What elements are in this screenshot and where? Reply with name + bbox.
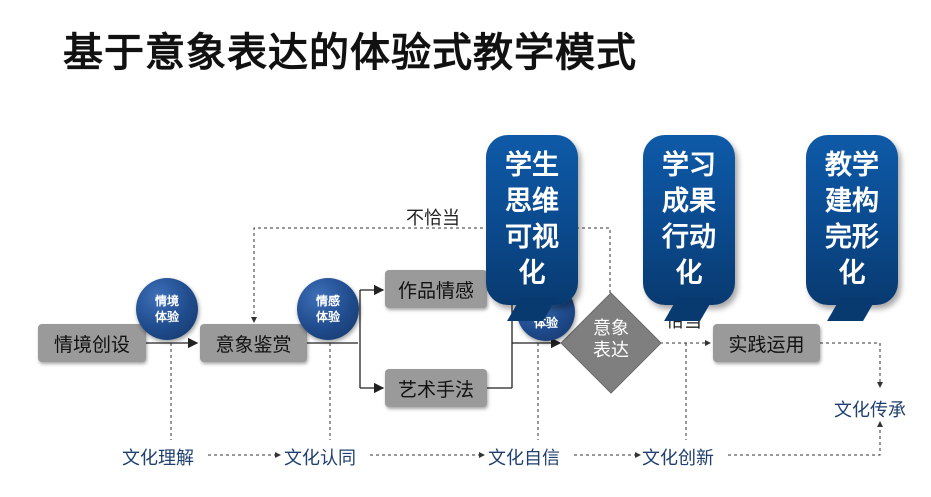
situation-create-box: 情境创设 — [38, 324, 146, 362]
circle-line-2: 体验 — [315, 310, 340, 324]
page-title: 基于意象表达的体验式教学模式 — [63, 30, 637, 76]
emotion-experience-circle: 情感 体验 — [297, 278, 359, 340]
culture-identity-label: 文化认同 — [284, 448, 356, 469]
loop-not-appropriate — [251, 227, 611, 323]
image-appreciate-box: 意象鉴赏 — [200, 324, 307, 362]
banner-line: 化 — [675, 258, 703, 289]
culture-confidence-label: 文化自信 — [488, 448, 560, 469]
art-technique-box: 艺术手法 — [385, 369, 487, 407]
banner-line: 教学 — [825, 150, 879, 181]
banner-student-thinking: 学生 思维 可视 化 — [486, 135, 578, 321]
decision-diamond — [560, 292, 662, 394]
banner-line: 建构 — [825, 186, 879, 217]
banner-line: 可视 — [505, 222, 559, 253]
work-emotion-box: 作品情感 — [385, 270, 487, 308]
circle-line-1: 情境 — [154, 294, 179, 308]
diamond-line-2: 表达 — [593, 340, 629, 361]
arrow-practice-to-inheritance — [820, 342, 883, 388]
banner-line: 化 — [518, 258, 546, 289]
banner-line: 学生 — [505, 150, 559, 181]
banner-line: 成果 — [662, 186, 716, 217]
not-appropriate-label: 不恰当 — [406, 208, 460, 229]
banner-line: 思维 — [505, 186, 559, 217]
culture-understanding-label: 文化理解 — [122, 448, 194, 469]
practice-apply-box: 实践运用 — [713, 324, 820, 362]
situation-experience-circle: 情境 体验 — [136, 278, 198, 340]
banner-line: 化 — [838, 258, 866, 289]
banner-line: 学习 — [662, 150, 716, 181]
culture-innovation-label: 文化创新 — [642, 448, 714, 469]
culture-inheritance-label: 文化传承 — [834, 400, 906, 421]
banner-learning-outcome: 学习 成果 行动 化 — [643, 135, 735, 321]
circle-line-2: 体验 — [154, 310, 179, 324]
diamond-label: 意象 表达 — [583, 318, 639, 362]
banner-line: 行动 — [662, 222, 716, 253]
banner-teaching-construct: 教学 建构 完形 化 — [806, 135, 898, 321]
diamond-line-1: 意象 — [593, 318, 629, 339]
circle-line-1: 情感 — [315, 294, 340, 308]
banner-line: 完形 — [825, 222, 879, 253]
